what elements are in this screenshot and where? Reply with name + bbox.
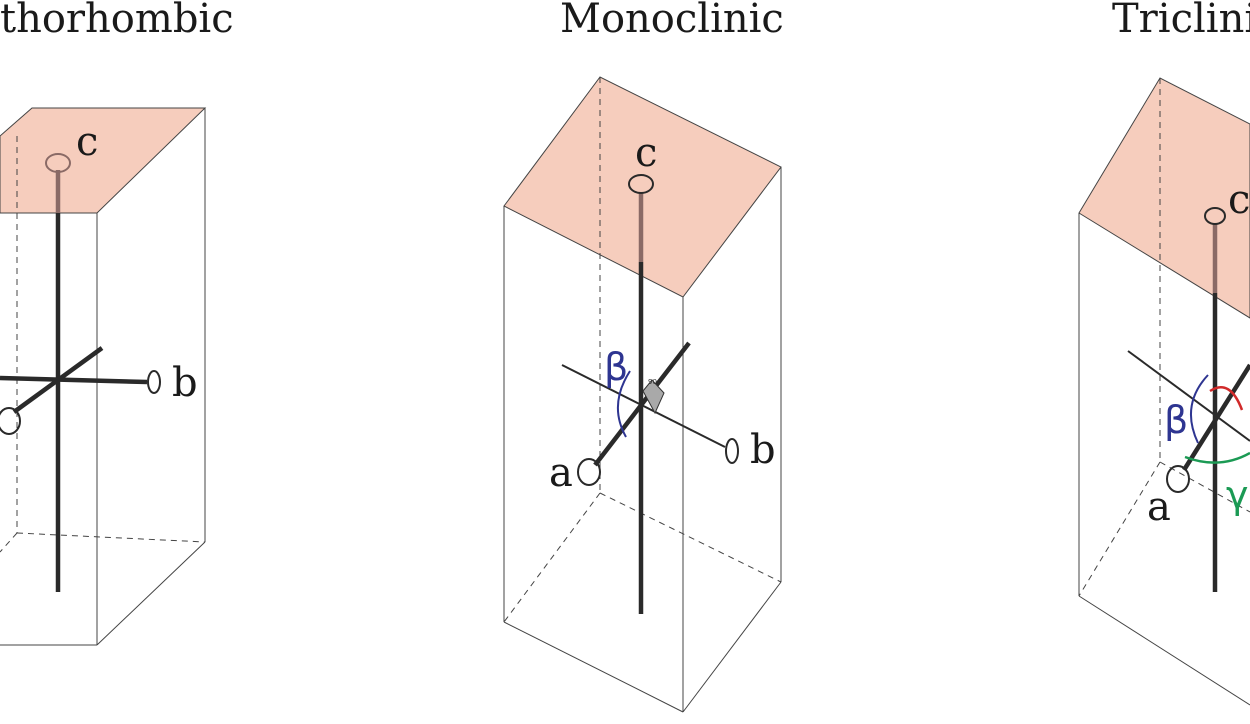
b-axis: [561, 364, 726, 448]
a-axis-end: [577, 458, 601, 486]
a-axis: [1182, 363, 1250, 472]
hidden-edge: [503, 492, 601, 623]
c-axis-end: [45, 153, 71, 173]
hidden-edge: [599, 492, 782, 583]
label-b: b: [750, 427, 776, 473]
label-gamma: γ: [1226, 473, 1249, 517]
alpha-arc: [1209, 386, 1244, 411]
b-axis: [0, 375, 148, 385]
b-axis-end: [725, 438, 739, 464]
top-face: [0, 107, 207, 214]
panel-orthorhombic: thorhombic c b: [0, 0, 234, 646]
label-beta: β: [604, 345, 628, 389]
panel-triclinic: Triclini β γ c a: [1078, 0, 1250, 706]
a-axis: [12, 346, 104, 414]
prism-edge: [682, 581, 782, 713]
label-beta: β: [1164, 398, 1188, 442]
prism-edge: [1078, 595, 1250, 706]
prism-edge: [503, 621, 684, 713]
gamma-arc: [1184, 451, 1250, 464]
hidden-edge: [16, 532, 206, 543]
a-axis-end: [1166, 465, 1190, 493]
panel-title-triclinic: Triclini: [1112, 0, 1250, 42]
label-c: c: [1228, 177, 1250, 223]
hidden-edge: [0, 532, 18, 553]
panel-title-orthorhombic: thorhombic: [0, 0, 234, 42]
label-a: a: [1147, 484, 1171, 530]
label-b: b: [172, 360, 198, 406]
beta-arc: [616, 370, 631, 438]
hidden-edge: [1078, 461, 1161, 597]
b-axis-end: [147, 370, 161, 394]
label-a: a: [549, 450, 573, 496]
a-axis-end: [0, 407, 21, 435]
right-angle-label: 90: [648, 378, 657, 386]
a-axis: [593, 341, 691, 467]
c-axis-end: [628, 174, 654, 194]
right-angle-marker: [642, 379, 665, 415]
beta-arc: [1190, 374, 1209, 444]
top-face: [1078, 77, 1250, 319]
b-axis: [1127, 350, 1250, 442]
panel-title-monoclinic: Monoclinic: [560, 0, 784, 42]
label-c: c: [76, 119, 98, 165]
c-axis-end: [1204, 207, 1226, 225]
label-c: c: [635, 130, 657, 176]
prism-edge: [96, 541, 206, 646]
panel-monoclinic: Monoclinic 90 β c a b: [503, 0, 784, 713]
